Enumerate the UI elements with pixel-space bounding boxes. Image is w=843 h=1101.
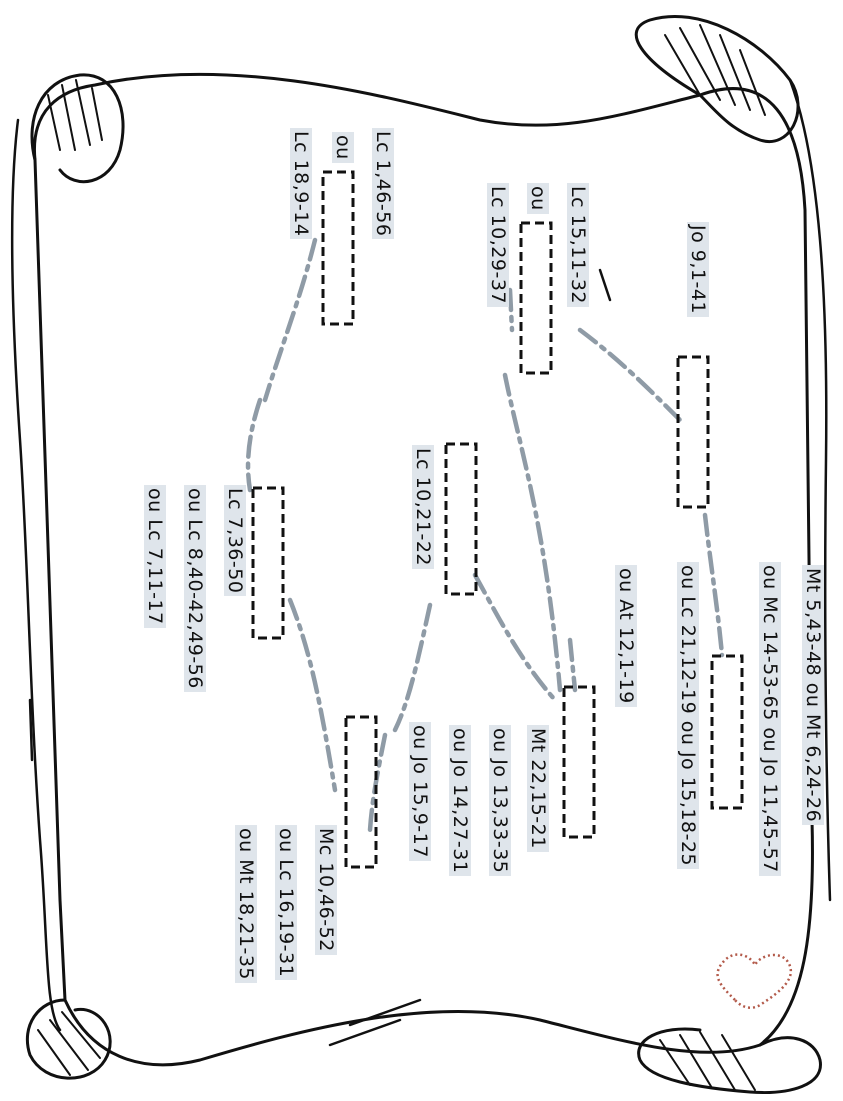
scroll-paper-outline — [32, 72, 814, 1067]
reference-label: Lc 7,36-50 — [223, 485, 247, 597]
link-line — [502, 372, 563, 693]
reference-label: Mt 22,15-21 — [526, 725, 550, 852]
link-line — [702, 512, 725, 658]
link-line — [262, 237, 318, 403]
reference-label: Jo 9,1-41 — [686, 222, 710, 318]
scroll-roll-bottom-right — [637, 1027, 822, 1094]
reference-label: Mc 10,46-52 — [314, 825, 338, 955]
reference-label: ou — [331, 132, 355, 163]
reference-label: Lc 10,21-22 — [411, 445, 435, 569]
scroll-roll-bottom-left — [25, 998, 112, 1080]
answer-box — [444, 442, 478, 596]
answer-box — [519, 221, 553, 375]
reference-label: ou Lc 8,40-42,49-56 — [183, 485, 207, 692]
answer-box — [710, 654, 744, 810]
reference-label: ou — [526, 183, 550, 214]
reference-label: ou Jo 14,27-31 — [448, 725, 472, 877]
reference-label: Lc 18,9-14 — [289, 128, 313, 240]
link-line — [507, 287, 515, 333]
reference-label: Lc 1,46-56 — [371, 128, 395, 240]
reference-label: ou Mc 14-53-65 ou Jo 11,45-57 — [758, 562, 782, 876]
reference-label: ou Mt 18,21-35 — [234, 825, 258, 984]
link-line — [287, 597, 338, 793]
link-line — [577, 327, 683, 423]
reference-label: ou Jo 13,33-35 — [488, 725, 512, 877]
link-line — [472, 572, 558, 703]
link-line — [392, 602, 433, 733]
reference-label: ou Lc 16,19-31 — [274, 825, 298, 981]
link-line — [245, 397, 263, 493]
reference-label: Lc 15,11-32 — [566, 183, 590, 307]
reference-label: ou Jo 15,9-17 — [408, 722, 432, 861]
answer-box — [676, 355, 710, 509]
answer-box — [321, 170, 355, 326]
reference-label: ou Lc 7,11-17 — [143, 485, 167, 628]
link-line — [367, 732, 388, 833]
scroll-roll-top-left — [30, 73, 125, 184]
answer-box — [344, 715, 378, 869]
reference-label: Lc 10,29-37 — [486, 183, 510, 307]
answer-box — [251, 486, 285, 640]
link-line — [567, 637, 578, 693]
reference-label: Mt 5,43-48 ou Mt 6,24-26 — [801, 565, 825, 826]
reference-label: ou Lc 21,12-19 ou Jo 15,18-25 — [676, 562, 700, 870]
reference-label: ou At 12,1-19 — [614, 565, 638, 707]
answer-box — [562, 685, 596, 839]
scroll-roll-top-right — [634, 15, 800, 144]
heart-dotted-outline-icon — [716, 953, 793, 1009]
